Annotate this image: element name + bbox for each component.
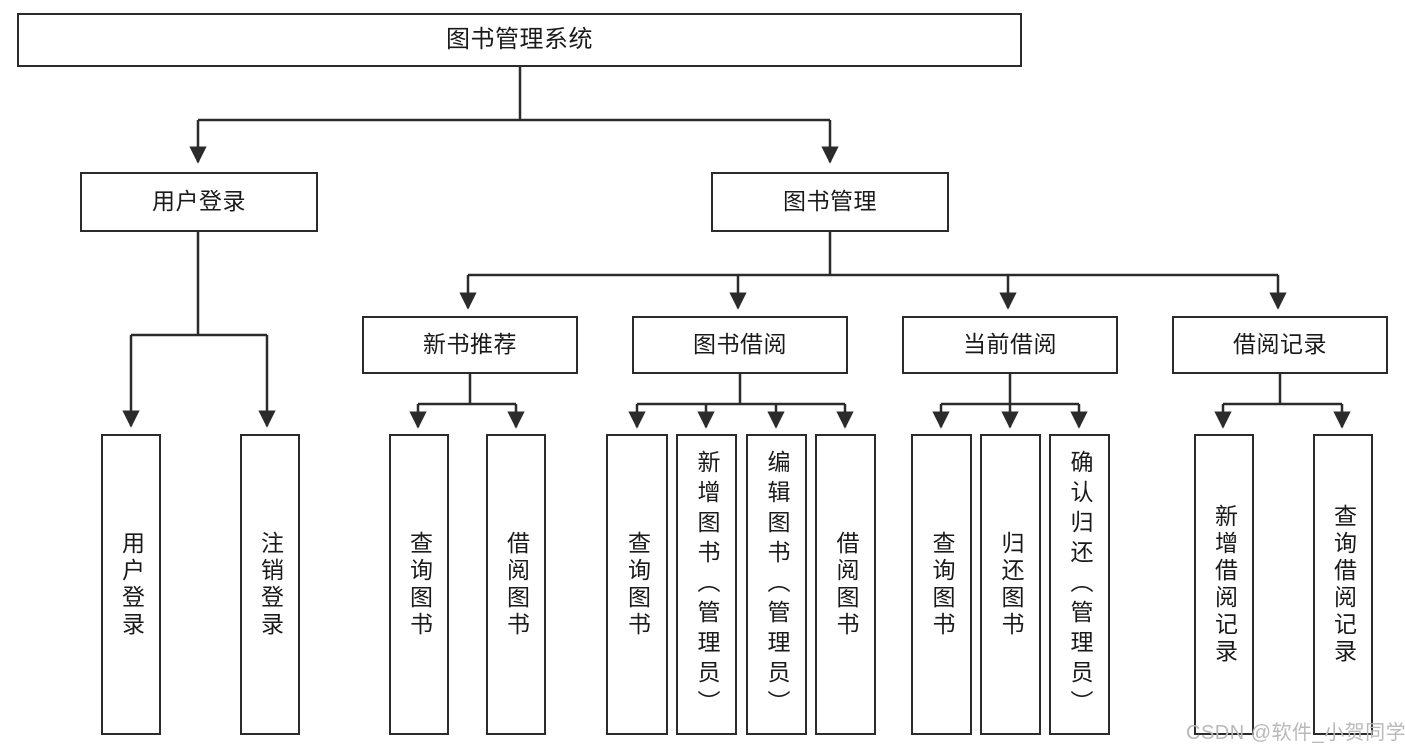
- leaf-new-book-query[interactable]: 查询图书: [389, 434, 449, 735]
- node-label: 确认归还（管理员）: [1067, 449, 1093, 720]
- leaf-current-borrow-return[interactable]: 归还图书: [980, 434, 1041, 735]
- leaf-book-borrow-query[interactable]: 查询图书: [606, 434, 668, 735]
- node-label: 借阅图书: [833, 530, 859, 639]
- node-label: 查询图书: [406, 530, 433, 639]
- node-borrow-record[interactable]: 借阅记录: [1172, 316, 1388, 374]
- node-label: 注销登录: [257, 530, 284, 639]
- leaf-current-borrow-confirm-return[interactable]: 确认归还（管理员）: [1049, 434, 1110, 735]
- leaf-borrow-record-query[interactable]: 查询借阅记录: [1313, 434, 1373, 735]
- node-label: 归还图书: [998, 530, 1024, 639]
- node-book-borrow[interactable]: 图书借阅: [632, 316, 848, 374]
- node-label: 新增图书（管理员）: [694, 449, 720, 720]
- leaf-book-borrow-edit[interactable]: 编辑图书（管理员）: [746, 434, 807, 735]
- node-label: 用户登录: [152, 188, 246, 215]
- node-label: 查询图书: [929, 530, 955, 639]
- leaf-user-login-signin[interactable]: 用户登录: [101, 434, 161, 735]
- leaf-current-borrow-query[interactable]: 查询图书: [911, 434, 972, 735]
- node-label: 用户登录: [118, 530, 145, 639]
- node-label: 查询图书: [624, 530, 651, 639]
- leaf-user-login-signout[interactable]: 注销登录: [240, 434, 300, 735]
- node-label: 借阅记录: [1233, 331, 1327, 358]
- node-user-login[interactable]: 用户登录: [80, 172, 318, 232]
- node-label: 图书管理系统: [446, 25, 593, 53]
- node-label: 借阅图书: [503, 530, 530, 639]
- node-new-book-recommend[interactable]: 新书推荐: [362, 316, 578, 374]
- node-label: 图书借阅: [693, 331, 787, 358]
- node-label: 查询借阅记录: [1330, 503, 1357, 666]
- leaf-borrow-record-add[interactable]: 新增借阅记录: [1194, 434, 1254, 735]
- node-current-borrow[interactable]: 当前借阅: [902, 316, 1118, 374]
- leaf-book-borrow-add[interactable]: 新增图书（管理员）: [676, 434, 737, 735]
- csdn-watermark: CSDN @软件_小贺同学: [1186, 722, 1405, 744]
- leaf-book-borrow-borrow[interactable]: 借阅图书: [815, 434, 876, 735]
- leaf-new-book-borrow[interactable]: 借阅图书: [486, 434, 546, 735]
- node-root-system[interactable]: 图书管理系统: [17, 13, 1022, 67]
- node-label: 新增借阅记录: [1211, 503, 1238, 666]
- node-label: 图书管理: [783, 188, 877, 215]
- node-label: 编辑图书（管理员）: [764, 449, 790, 720]
- node-book-management[interactable]: 图书管理: [711, 172, 949, 232]
- node-label: 当前借阅: [963, 331, 1057, 358]
- node-label: 新书推荐: [423, 331, 517, 358]
